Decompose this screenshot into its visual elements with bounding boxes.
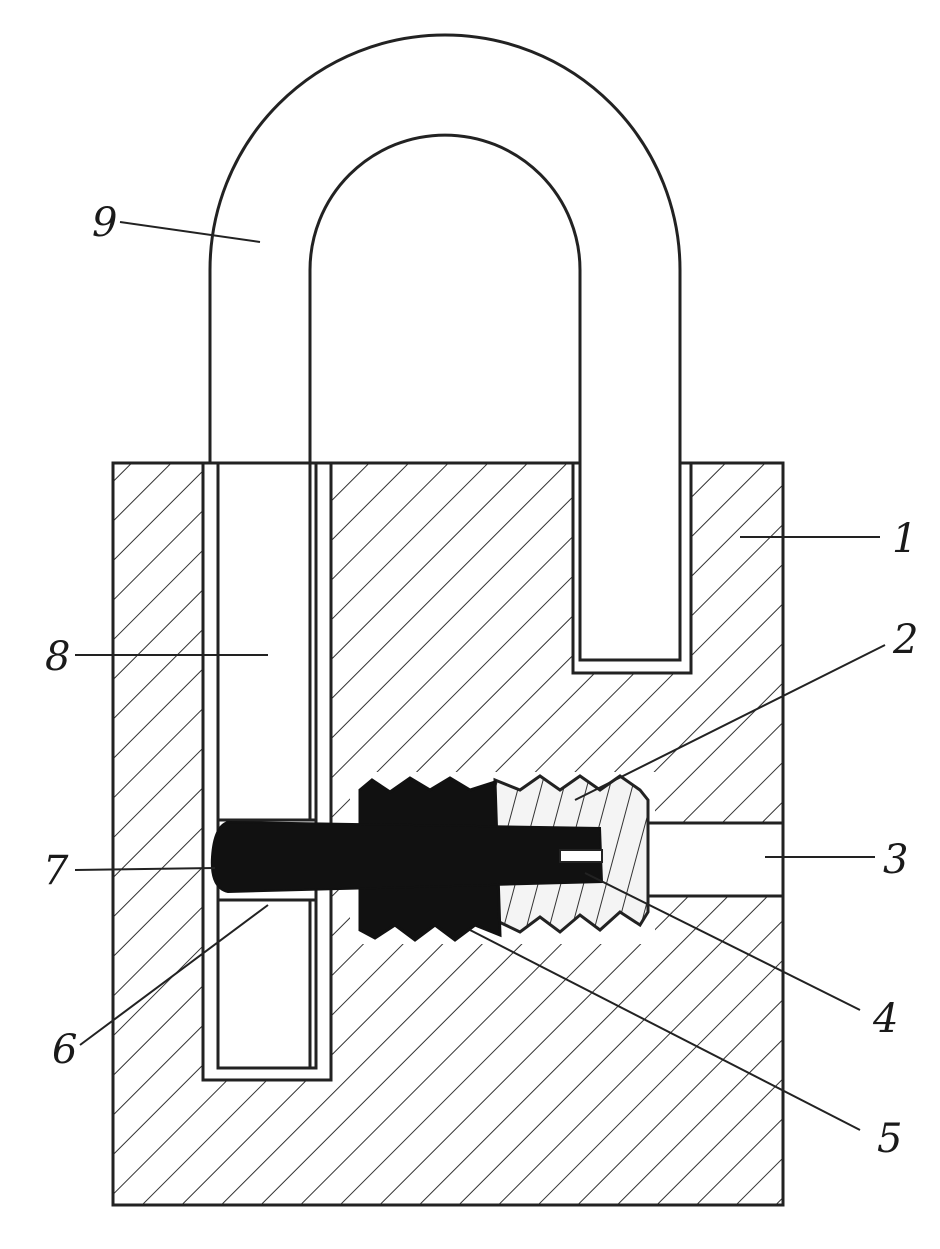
callout-8: 8 <box>45 634 70 680</box>
callout-6: 6 <box>52 1027 77 1073</box>
leader-4 <box>584 872 861 1011</box>
locking-pin <box>210 820 604 894</box>
leader-7 <box>74 867 216 871</box>
callout-7: 7 <box>43 848 69 894</box>
callout-2: 2 <box>892 617 918 663</box>
leader-6 <box>79 904 269 1046</box>
leader-2 <box>574 644 886 801</box>
callout-9: 9 <box>92 200 117 246</box>
pin-slot <box>559 849 603 863</box>
callout-4: 4 <box>872 996 898 1042</box>
callout-1: 1 <box>892 516 917 562</box>
callout-5: 5 <box>877 1116 902 1162</box>
leader-5 <box>469 929 861 1131</box>
leader-9 <box>119 221 261 243</box>
callout-3: 3 <box>883 837 908 883</box>
leader-lines <box>74 221 886 1131</box>
callouts: 9 1 2 8 3 7 4 6 5 <box>43 200 918 1162</box>
